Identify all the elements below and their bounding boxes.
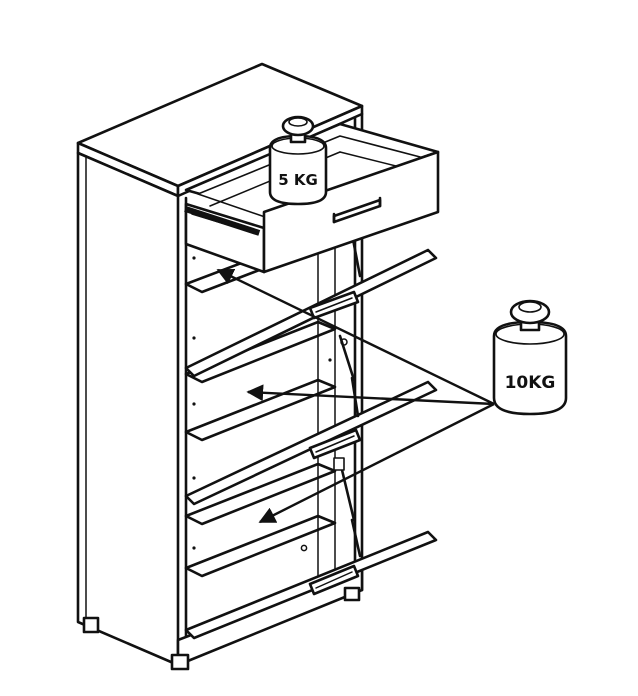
load-arrow-icon bbox=[216, 268, 495, 524]
flap-door-upper bbox=[184, 232, 438, 382]
cabinet-foot bbox=[170, 653, 190, 671]
flap-load-label: 10KG bbox=[505, 373, 556, 393]
cabinet-side bbox=[76, 151, 180, 667]
drawer-handle bbox=[332, 196, 382, 224]
load-arrow-lower bbox=[258, 402, 495, 524]
internal-shelves bbox=[184, 232, 337, 587]
weight-10kg-icon: 10KG bbox=[492, 299, 568, 416]
flap-door-lower bbox=[184, 518, 438, 640]
load-arrow-middle bbox=[246, 384, 495, 406]
load-arrow-upper bbox=[216, 268, 495, 406]
drawer-load-label: 5 KG bbox=[278, 171, 318, 189]
flap-door-middle bbox=[184, 376, 438, 522]
weight-5kg-icon: 5 KG bbox=[268, 115, 328, 206]
cabinet-foot bbox=[82, 616, 100, 634]
cabinet-foot bbox=[343, 586, 361, 602]
